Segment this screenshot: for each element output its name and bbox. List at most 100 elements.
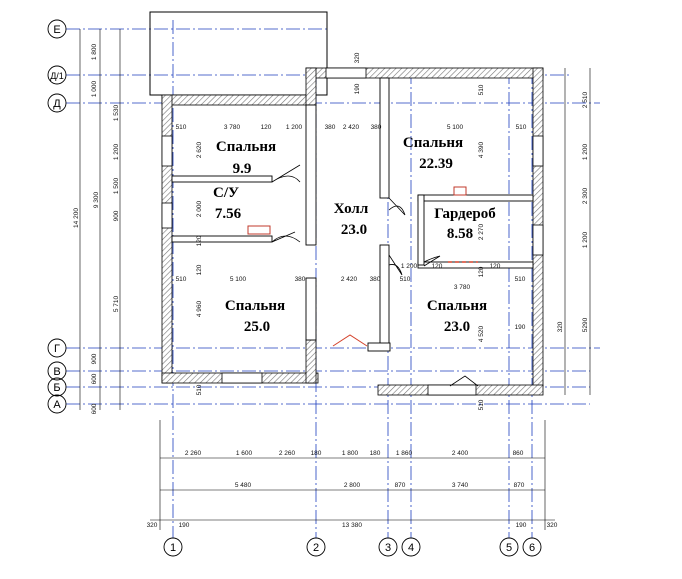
dimension-label: 600: [91, 403, 98, 414]
dimension-label: 3 780: [224, 124, 241, 131]
room-area: 8.58: [447, 226, 473, 242]
dimension-label: 2 800: [344, 482, 361, 489]
windows: [161, 67, 544, 396]
doors: [271, 164, 479, 387]
dimension-label: 1 800: [342, 450, 359, 457]
window-left-1: [161, 135, 173, 167]
horizontal-axis-labels: Е Д/1 Д Г В Б А: [50, 24, 64, 411]
dims-left-outer: 14 200: [73, 208, 80, 228]
dimension-label: 4 390: [478, 141, 485, 158]
dimension-label: 510: [478, 84, 485, 95]
dimension-label: 5 480: [235, 482, 252, 489]
dimension-label: 2 000: [196, 200, 203, 217]
window-top: [325, 67, 367, 79]
axis-label: 4: [408, 542, 414, 554]
dimension-label: 120: [490, 263, 501, 270]
dimension-label: 380: [295, 276, 306, 283]
axis-label: 3: [385, 542, 391, 554]
window-right-2: [532, 224, 544, 256]
dimension-label: 190: [515, 324, 526, 331]
dimension-label: 4 960: [196, 300, 203, 317]
dimension-label: 510: [176, 276, 187, 283]
dimension-label: 380: [325, 124, 336, 131]
axis-label: Д: [53, 98, 61, 110]
dims-bottom-row2: 5 480 2 800 870 3 740 870: [235, 482, 525, 489]
dimension-label: 5 710: [113, 295, 120, 312]
axis-label: Д/1: [50, 71, 64, 81]
dimension-label: 510: [176, 124, 187, 131]
dimension-label: 510: [516, 124, 527, 131]
dimension-label: 1 200: [401, 263, 418, 270]
axis-bubble-2: [306, 537, 326, 557]
window-right-1: [532, 135, 544, 167]
axis-bubble-b: [47, 377, 67, 397]
dims-interior: 320 190 510 3 780 120 1 200 380 2 420 38…: [176, 52, 527, 410]
dimension-label: 120: [478, 266, 485, 277]
axis-label: 2: [313, 542, 319, 554]
axis-label: Г: [54, 343, 60, 355]
axis-bubble-4: [401, 537, 421, 557]
dimension-label: 320: [557, 321, 564, 332]
dimension-lines: [79, 29, 591, 530]
room-area: 9.9: [233, 161, 252, 177]
dimension-label: 5 100: [447, 124, 464, 131]
dimension-label: 1 200: [582, 231, 589, 248]
room-labels: Спальня 9.9 С/У 7.56 Холл 23.0 Спальня 2…: [213, 135, 496, 335]
entrance-canopy: [149, 11, 328, 96]
dimension-label: 510: [196, 384, 203, 395]
dims-bottom-row3: 320 190 13 380 190 320: [147, 522, 558, 529]
room-area: 7.56: [215, 206, 242, 222]
dimension-label: 1 600: [236, 450, 253, 457]
dimension-label: 1 200: [113, 143, 120, 160]
dimension-label: 510: [515, 276, 526, 283]
dimension-label: 2 260: [279, 450, 296, 457]
axis-bubble-1: [163, 537, 183, 557]
dimension-label: 13 380: [342, 522, 362, 529]
dimension-label: 900: [91, 353, 98, 364]
axis-bubble-d: [47, 93, 67, 113]
dimension-label: 190: [354, 83, 361, 94]
dimension-label: 600: [91, 373, 98, 384]
room-name: Спальня: [427, 298, 487, 314]
room-name: Гардероб: [434, 206, 495, 222]
dimension-label: 5 100: [230, 276, 247, 283]
window-bottom: [221, 372, 263, 384]
dimension-label: 860: [513, 450, 524, 457]
axis-bubble-a: [47, 394, 67, 414]
dimension-label: 1 800: [91, 43, 98, 60]
dimension-label: 2 270: [478, 223, 485, 240]
room-area: 23.0: [341, 222, 367, 238]
dimension-label: 1 200: [286, 124, 303, 131]
dimension-label: 510: [478, 399, 485, 410]
room-area: 23.0: [444, 319, 470, 335]
room-area: 22.39: [419, 156, 453, 172]
axis-label: 1: [170, 542, 176, 554]
axis-label: А: [53, 399, 61, 411]
axis-label: В: [53, 366, 60, 378]
dimension-label: 120: [261, 124, 272, 131]
dimension-label: 14 200: [73, 208, 80, 228]
axis-label: Е: [53, 24, 60, 36]
dimension-label: 1 530: [113, 104, 120, 121]
dims-bottom-row1: 2 260 1 600 2 260 180 1 800 180 1 860 2 …: [185, 450, 524, 457]
wc-fixture: [247, 225, 271, 235]
dimension-label: 510: [400, 276, 411, 283]
axis-bubble-6: [522, 537, 542, 557]
dimension-label: 380: [371, 124, 382, 131]
vertical-axis-bubbles: [163, 537, 542, 557]
dimension-label: 320: [147, 522, 158, 529]
dimension-label: 3 780: [454, 284, 471, 291]
window-left-2: [161, 202, 173, 229]
dimension-label: 2 420: [341, 276, 358, 283]
dimension-label: 1 860: [396, 450, 413, 457]
axis-bubble-v: [47, 361, 67, 381]
dims-left-inner: 1 800 1 000 1 530 1 200 1 500 900 600 60…: [91, 43, 120, 414]
dimension-label: 1 000: [91, 80, 98, 97]
dimension-label: 180: [370, 450, 381, 457]
dimension-label: 120: [196, 235, 203, 246]
dimension-label: 870: [514, 482, 525, 489]
dimension-label: 120: [432, 263, 443, 270]
chimney-fixture: [453, 186, 467, 196]
room-name: С/У: [213, 185, 239, 201]
